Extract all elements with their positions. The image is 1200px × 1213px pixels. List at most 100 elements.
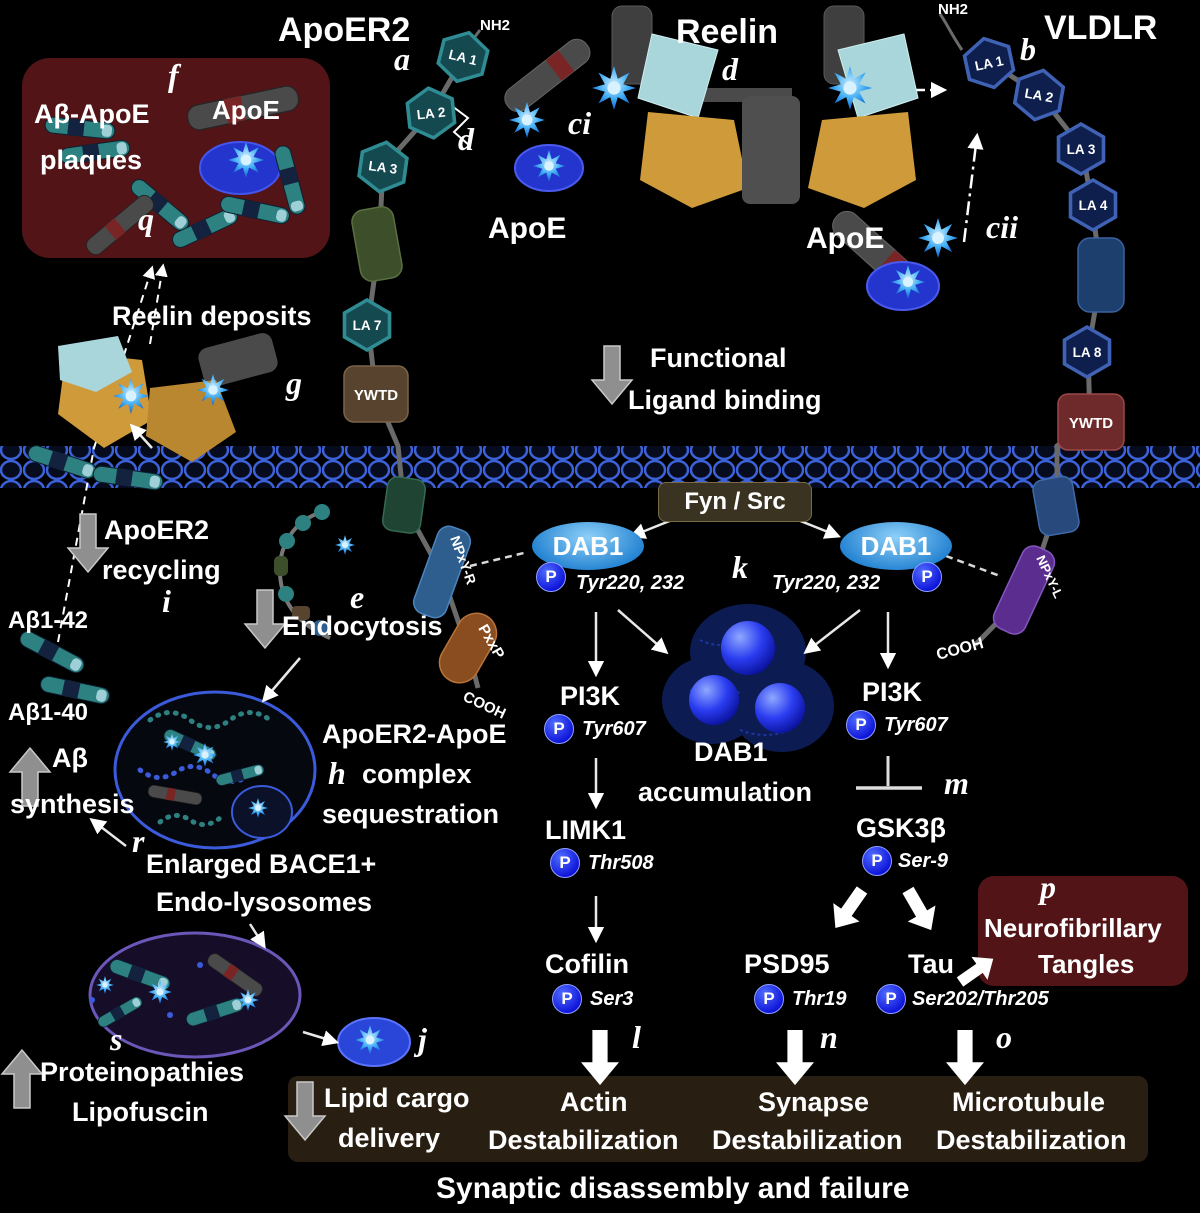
plaques-line1: Aβ-ApoE [34, 99, 150, 129]
recycling-receptor-icon [274, 504, 355, 640]
ser202-text: Ser202/Thr205 [912, 988, 1049, 1010]
tyr607-right-text: Tyr607 [884, 714, 948, 736]
dab1-left-site: Tyr220, 232 [576, 572, 685, 594]
zigzag-link-icon [451, 105, 471, 147]
dab1-right-site: Tyr220, 232 [772, 572, 881, 594]
mini-la-domain [295, 515, 311, 531]
white-block-arrows [581, 880, 1002, 1086]
lipid-star-icon [533, 150, 565, 182]
arrow-gsk3b-to-psd95 [822, 880, 876, 938]
vldlr-title: VLDLR [1044, 9, 1158, 47]
thr19-text: Thr19 [792, 988, 847, 1010]
lysosome-membrane [88, 931, 302, 1059]
proteinopathies-text: Proteinopathies [40, 1057, 245, 1087]
label-l: l [632, 1019, 641, 1055]
apoer2-title: ApoER2 [278, 11, 411, 49]
phospho-badge: P [846, 710, 876, 740]
actin-destabilization-text: Destabilization [488, 1125, 679, 1155]
ser3-text: Ser3 [590, 988, 634, 1010]
dab1-sphere [689, 675, 739, 725]
label-p: p [1040, 869, 1056, 905]
arrow-proteinopathies-up [1, 1049, 43, 1109]
arrow-tau-to-tangles [951, 947, 1002, 994]
dab1-sphere [721, 621, 775, 675]
lipid-star-icon [828, 66, 872, 110]
dab1-accumulation-line1: DAB1 [694, 737, 768, 767]
tangles-line2: Tangles [1038, 949, 1135, 979]
phospho-badge: P [552, 984, 582, 1014]
label-i: i [162, 583, 171, 619]
arrow-functional-ligand-binding [591, 345, 633, 405]
sequestration-line2: complex [362, 759, 472, 789]
arrow-deposit-fragment [129, 423, 153, 449]
lipid-star-icon [113, 378, 149, 414]
signal-arrows [89, 423, 897, 1047]
vldlr-cooh-label: COOH [935, 635, 986, 664]
mini-egf-domain [274, 556, 288, 576]
footer-title: Synaptic disassembly and failure [436, 1172, 910, 1205]
lipid-star-icon [891, 265, 925, 299]
apoe-ci-icon [504, 38, 591, 192]
label-ci: ci [568, 105, 592, 141]
dab1-accumulation-line2: accumulation [638, 777, 813, 807]
ser9-text: Ser-9 [898, 850, 949, 872]
arrow-lysosome-to-abeta-synthesis [89, 818, 127, 847]
apoer2-nh2-text: NH2 [480, 17, 511, 34]
label-s: s [110, 1021, 123, 1057]
reelin-title: Reelin [676, 13, 779, 51]
lipid-star-icon [96, 976, 114, 994]
lipid-star-icon [163, 733, 181, 751]
proteinopathy-lysosome-icon [88, 931, 302, 1059]
cargo-chain [147, 710, 273, 730]
abeta-synthesis-line2: synthesis [10, 789, 135, 819]
arrow-to-proteinopathy-lysosome [248, 923, 266, 949]
vldlr-ywtd-label: YWTD [1069, 415, 1113, 432]
lipid-star-icon [148, 980, 172, 1004]
phospho-badge: P [544, 714, 574, 744]
pi3k-left-text: PI3K [560, 681, 621, 711]
apoe-left-text: ApoE [488, 212, 567, 245]
free-abeta-icons [16, 628, 112, 706]
psd95-text: PSD95 [744, 949, 830, 979]
vldlr-nh2-tail [938, 13, 964, 51]
phospho-badge: P [536, 562, 566, 592]
label-g: g [286, 365, 302, 401]
vldlr-la8-label: LA 8 [1066, 329, 1108, 375]
abeta-rod-icon [272, 143, 308, 217]
apoe-rod [504, 38, 591, 113]
fyn-src-box: Fyn / Src [658, 482, 812, 522]
reelin-deposits-text: Reelin deposits [112, 301, 312, 331]
lipid-star-icon [355, 1025, 385, 1055]
reelin-dimer-icon [592, 5, 919, 208]
outcomes-bar [288, 1076, 1148, 1162]
arrow-gsk3b-to-tau [894, 882, 946, 939]
apoe-rod-band [545, 50, 575, 81]
plaques-line2: plaques [40, 145, 143, 175]
vldlr-la4-label: LA 4 [1072, 182, 1114, 228]
dab1-accumulation-icon [662, 604, 834, 752]
endocytosis-text: Endocytosis [282, 611, 443, 641]
apoer2-npxy-domain [412, 525, 472, 619]
apoer2-ywtd-domain [343, 365, 409, 423]
apoer2-ywtd-label: YWTD [354, 387, 398, 404]
arrow-cofilin-to-actin [581, 1030, 619, 1086]
gsk3b-text: GSK3β [856, 813, 947, 843]
mini-ywtd-domain [292, 606, 310, 620]
deposit-rod-icon [198, 333, 278, 387]
abeta-42-text: Aβ1-42 [8, 607, 89, 634]
lipid-star-icon [193, 743, 217, 767]
label-cii: cii [986, 209, 1018, 245]
dab1-sphere [755, 683, 805, 733]
vldlr-nh2-text: NH2 [938, 1, 969, 18]
recycling-line1: ApoER2 [104, 515, 210, 545]
lysosome-line1: Enlarged BACE1+ [146, 849, 377, 879]
lipid-star-icon [592, 66, 636, 110]
vldlr-npxy-domain [992, 545, 1056, 635]
label-h: h [328, 755, 346, 791]
dab1-node-right: DAB1 [840, 522, 952, 570]
mini-npxy-domain [312, 620, 328, 636]
lipid-star-icon [197, 374, 229, 406]
abeta-synthesis-line1: Aβ [52, 743, 88, 773]
